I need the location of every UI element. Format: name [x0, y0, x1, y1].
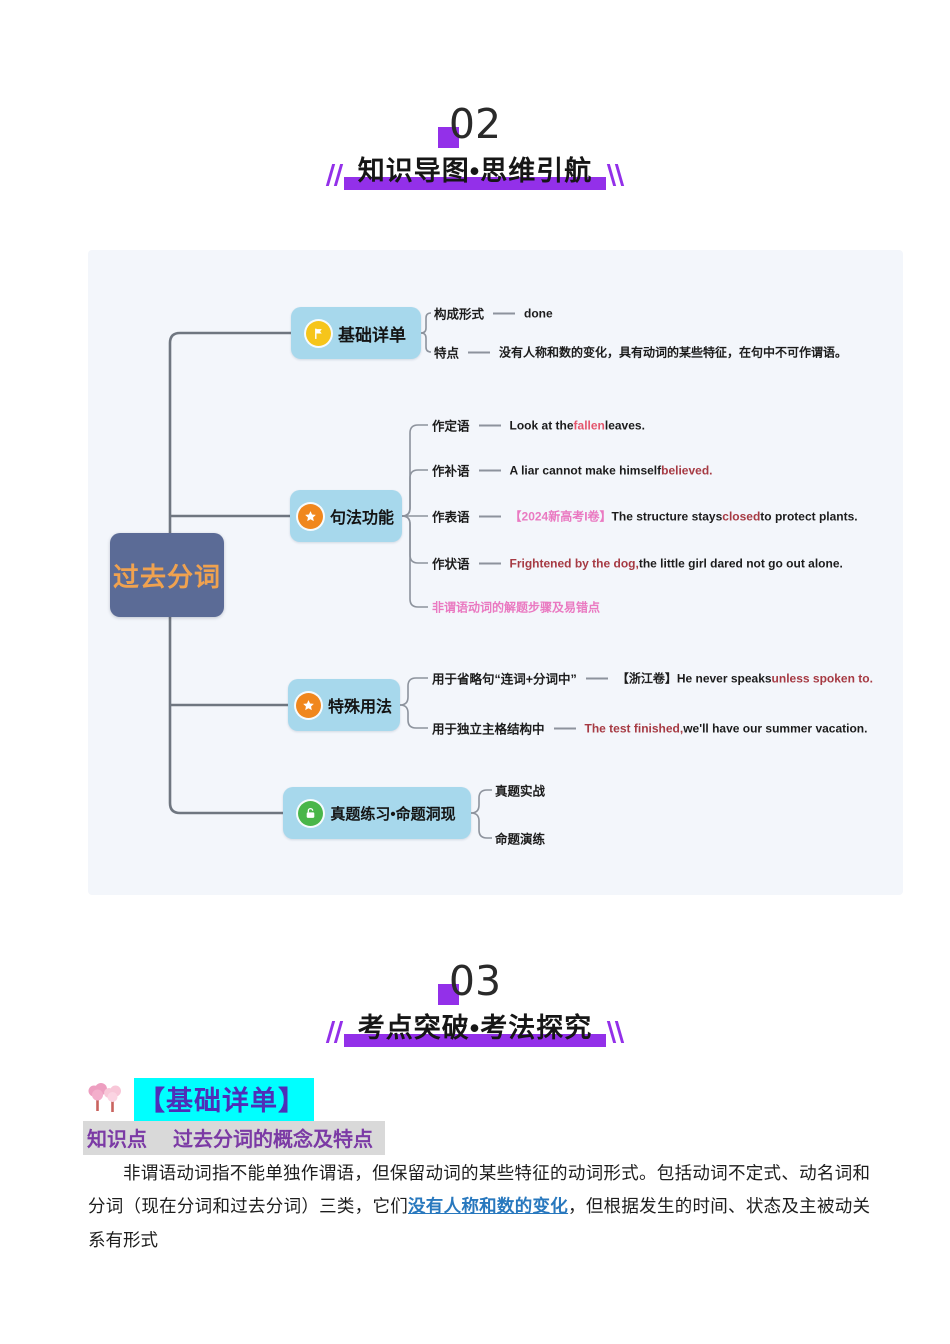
- section-title: 知识导图•思维引航: [357, 156, 593, 186]
- knowledge-point-row: 知识点 过去分词的概念及特点: [83, 1121, 385, 1155]
- section-3-header: 03 考点突破•考法探究: [0, 961, 950, 1047]
- topic-header-badge: 【基础详单】: [134, 1078, 314, 1121]
- star-icon: [295, 692, 321, 718]
- dash-connector: [553, 727, 576, 729]
- branch-node-practice: 真题练习•命题洞现: [283, 787, 471, 839]
- leaf-item: 特点 没有人称和数的变化，具有动词的某些特征，在句中不可作谓语。: [434, 345, 848, 361]
- dash-connector: [585, 677, 608, 679]
- dash-connector: [478, 424, 501, 426]
- knowledge-point-title: 过去分词的概念及特点: [173, 1129, 373, 1151]
- leaf-item: 构成形式 done: [434, 306, 553, 322]
- body-paragraph: 非谓语动词指不能单独作谓语，但保留动词的某些特征的动词形式。包括动词不定式、动名…: [88, 1163, 871, 1250]
- leaf-item: 用于省略句“连词+分词中” 【浙江卷】He never speaksunless…: [432, 671, 873, 687]
- leaf-item: 作状语 Frightened by the dog,the little gir…: [432, 556, 843, 572]
- leaf-item-note: 非谓语动词的解题步骤及易错点: [432, 600, 601, 615]
- purple-square-decoration: [437, 984, 459, 1005]
- section-number: 03: [448, 957, 502, 1005]
- dash-connector: [478, 562, 501, 564]
- branch-node-syntax: 句法功能: [290, 490, 402, 542]
- trees-icon: [86, 1079, 124, 1120]
- purple-square-decoration: [437, 127, 459, 148]
- leaf-item: 命题演练: [495, 832, 546, 847]
- branch-node-basics: 基础详单: [291, 307, 421, 359]
- topic-header-row: 【基础详单】: [86, 1078, 314, 1121]
- branch-node-special: 特殊用法: [288, 679, 400, 731]
- root-node: 过去分词: [110, 533, 224, 617]
- knowledge-point-label: 知识点: [87, 1129, 147, 1151]
- section-2-number-wrap: 02: [437, 104, 501, 148]
- double-slash-decoration: [325, 1021, 343, 1045]
- purple-underline-bar: [343, 1034, 607, 1047]
- branch-title: 真题练习•命题洞现: [330, 805, 456, 823]
- root-node-label: 过去分词: [112, 561, 221, 592]
- flag-icon: [306, 320, 331, 346]
- dash-connector: [478, 469, 501, 471]
- double-slash-decoration: [607, 164, 625, 188]
- dash-connector: [468, 351, 491, 353]
- mind-map-panel: 过去分词 基础详单 句法功能 特殊用法 真题练习•命题洞现: [88, 250, 903, 895]
- double-slash-decoration: [325, 164, 343, 188]
- double-slash-decoration: [607, 1021, 625, 1045]
- leaf-item: 用于独立主格结构中 The test finished,we'll have o…: [432, 721, 868, 737]
- leaf-item: 作表语 【2024新高考I卷】The structure staysclosed…: [432, 509, 858, 525]
- section-3-number-wrap: 03: [437, 961, 501, 1005]
- leaf-item: 真题实战: [495, 784, 546, 799]
- section-2-header: 02 知识导图•思维引航: [0, 104, 950, 190]
- branch-title: 基础详单: [338, 325, 406, 345]
- lock-icon: [298, 800, 324, 826]
- leaf-item: 作定语 Look at thefallenleaves.: [432, 418, 645, 434]
- section-number: 02: [448, 100, 502, 148]
- dash-connector: [493, 312, 516, 314]
- branch-title: 特殊用法: [327, 699, 392, 716]
- purple-underline-bar: [343, 177, 607, 190]
- leaf-item: 作补语 A liar cannot make himselfbelieved.: [432, 463, 713, 479]
- section-title: 考点突破•考法探究: [357, 1013, 593, 1043]
- star-icon: [297, 503, 323, 529]
- branch-title: 句法功能: [329, 510, 394, 527]
- dash-connector: [478, 515, 501, 517]
